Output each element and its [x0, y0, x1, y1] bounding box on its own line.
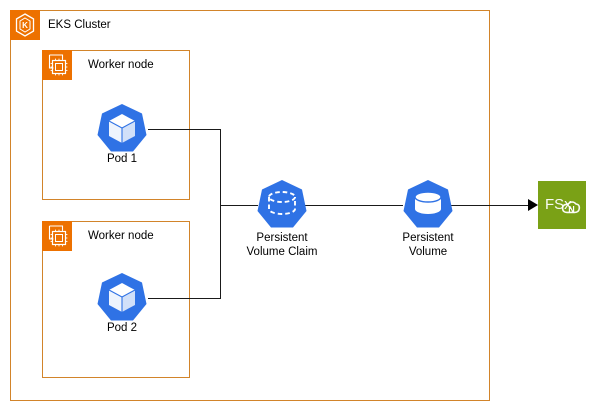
worker-node-chip-icon-2 — [42, 221, 72, 251]
pod-label-2: Pod 2 — [106, 322, 138, 334]
worker-node-boundary-1 — [42, 50, 190, 200]
arrowhead-icon — [528, 198, 538, 211]
worker-node-boundary-2 — [42, 221, 190, 378]
connector-pvc-to-pv — [303, 204, 403, 206]
worker-node-label-2: Worker node — [88, 230, 154, 242]
pod-label-1: Pod 1 — [106, 153, 138, 165]
eks-cluster-icon: K — [10, 10, 40, 40]
connector-pod2-to-bus — [148, 297, 221, 299]
svg-text:K: K — [22, 21, 28, 30]
connector-pv-to-fsx — [448, 204, 531, 206]
worker-node-chip-icon-1 — [42, 50, 72, 80]
kubernetes-pv-icon — [400, 177, 456, 233]
svg-text:N: N — [568, 205, 575, 215]
aws-fsx-netapp-ontap-icon: FSx N — [538, 181, 586, 229]
kubernetes-pod-icon-1 — [94, 101, 150, 157]
connector-pod1-to-bus — [148, 128, 221, 130]
eks-cluster-label: EKS Cluster — [48, 19, 111, 31]
connector-bus-to-pvc — [219, 204, 258, 206]
persistent-volume-claim-label: Persistent Volume Claim — [246, 232, 318, 258]
kubernetes-pvc-icon — [254, 177, 310, 233]
persistent-volume-label: Persistent Volume — [402, 232, 454, 258]
svg-text:FSx: FSx — [545, 196, 572, 213]
worker-node-label-1: Worker node — [88, 59, 154, 71]
kubernetes-pod-icon-2 — [94, 270, 150, 326]
connector-vertical-bus — [219, 128, 221, 299]
